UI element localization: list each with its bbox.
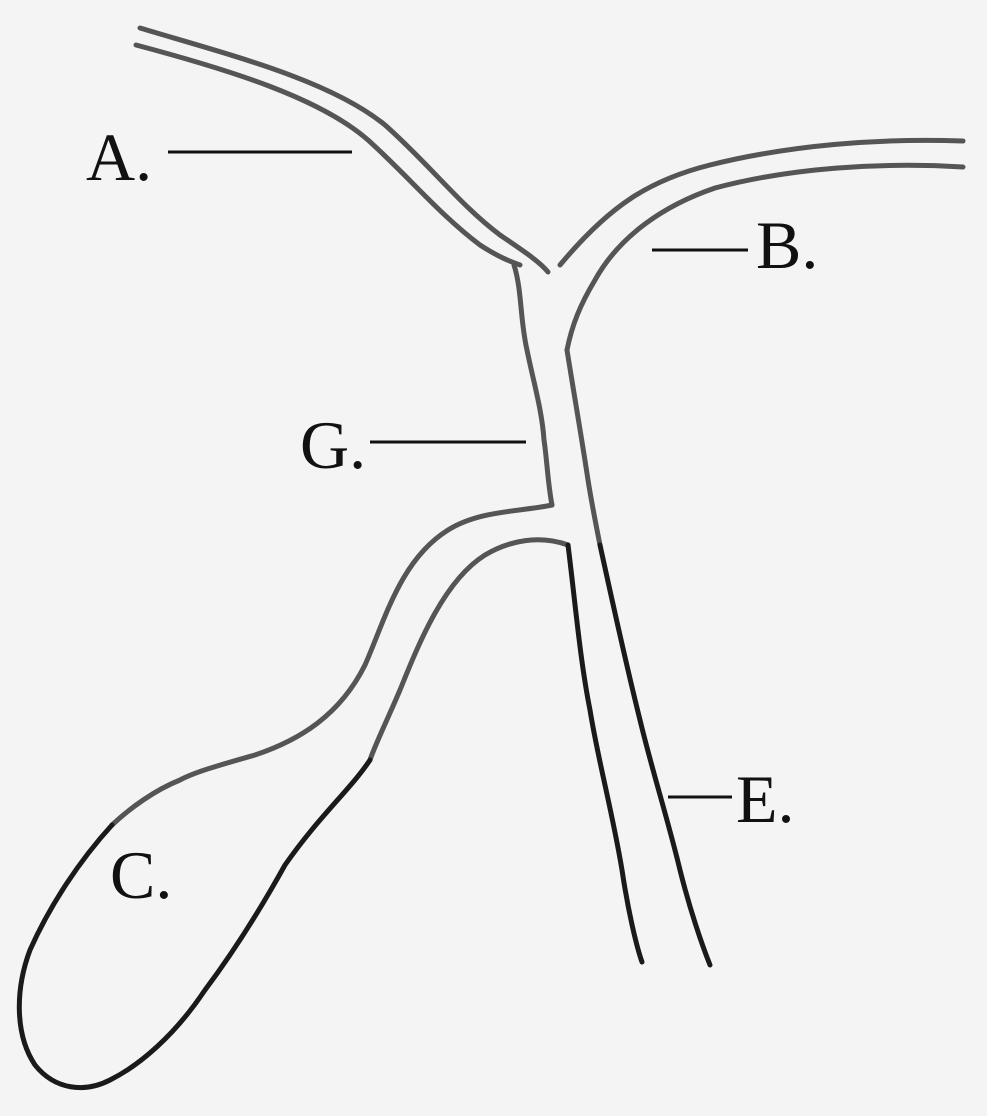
left-hepatic-duct-upper-wall (137, 25, 551, 275)
cystic-duct-upper-wall (109, 502, 555, 828)
label-a: A. (86, 119, 152, 195)
gallbladder (16, 502, 571, 1091)
right-hepatic-duct (557, 137, 966, 353)
right-hepatic-duct-lower-wall (564, 162, 966, 353)
cystic-duct-lower-wall (367, 537, 571, 763)
left-hepatic-duct-lower-wall (133, 42, 523, 268)
label-b: B. (756, 207, 818, 283)
gallbladder-fundus-outline (16, 757, 373, 1091)
right-hepatic-duct-upper-wall (557, 137, 966, 268)
common-hepatic-duct-left-wall (511, 262, 555, 508)
common-hepatic-duct (511, 262, 603, 548)
label-c: C. (110, 837, 172, 913)
common-hepatic-duct-right-wall (564, 347, 603, 548)
common-bile-duct (565, 542, 713, 968)
label-e: E. (736, 761, 795, 837)
common-bile-duct-right-wall (597, 542, 713, 968)
common-bile-duct-left-wall (565, 542, 645, 965)
label-g: G. (300, 407, 366, 483)
left-hepatic-duct (133, 25, 551, 275)
